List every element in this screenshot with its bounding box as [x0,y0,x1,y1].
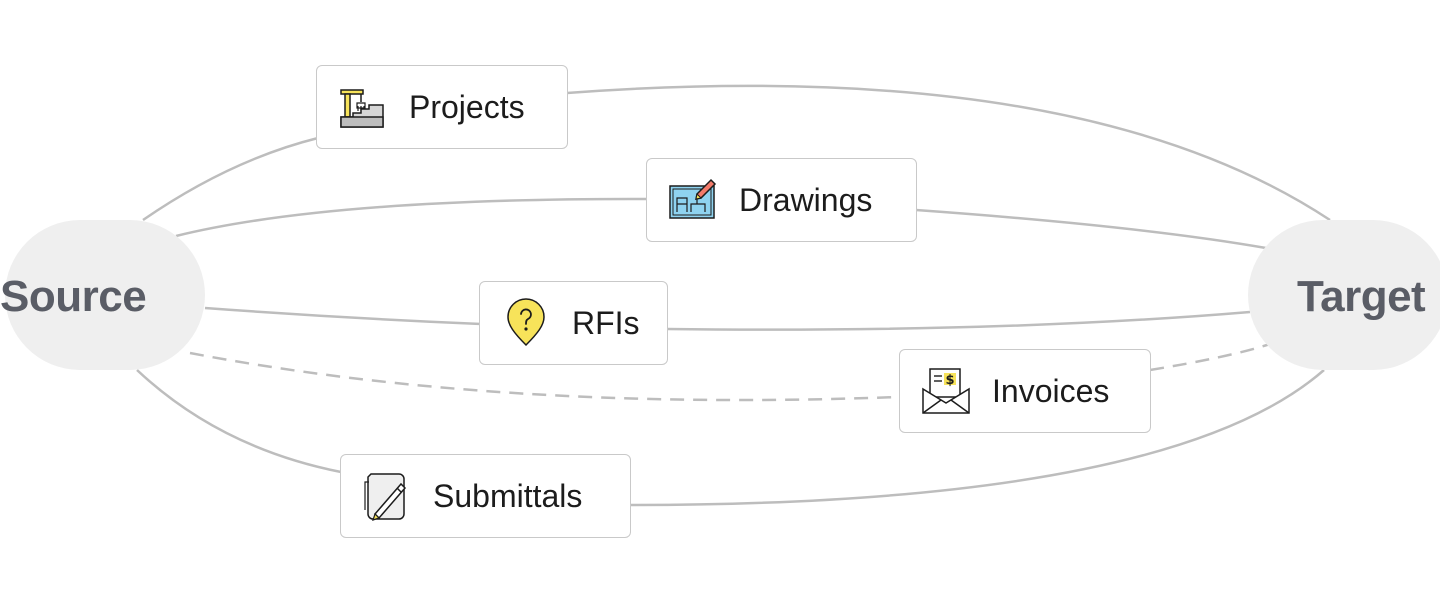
edge-source-rfis [204,306,482,326]
target-label: Target [1297,272,1426,321]
node-invoices-label: Invoices [992,372,1110,409]
edge-rfis-target [666,310,1251,331]
node-submittals[interactable]: Submittals [340,454,631,538]
node-rfis-label: RFIs [572,304,640,341]
node-drawings[interactable]: Drawings [646,158,917,242]
document-pen-icon [364,473,407,521]
node-invoices[interactable]: $ Invoices [899,349,1151,433]
edge-source-invoices [189,351,899,402]
edge-submittals-target [629,369,1325,507]
edge-source-submittals [136,369,342,474]
blueprint-pencil-icon [669,178,717,219]
question-pin-icon [507,298,545,347]
node-drawings-label: Drawings [739,181,873,218]
edge-source-projects [142,136,319,222]
target-endpoint[interactable] [1248,220,1440,370]
construction-crane-icon [340,89,384,128]
node-submittals-label: Submittals [433,477,583,514]
source-endpoint[interactable] [5,220,205,370]
svg-text:$: $ [945,373,954,388]
invoice-envelope-icon: $ [922,368,970,414]
source-label: Source [0,272,147,321]
node-projects-label: Projects [409,88,525,125]
edge-invoices-target [1149,342,1271,372]
edge-projects-target [566,84,1331,222]
node-projects[interactable]: Projects [316,65,568,149]
edge-drawings-target [915,208,1267,250]
edge-source-drawings [175,197,648,238]
node-rfis[interactable]: RFIs [479,281,668,365]
